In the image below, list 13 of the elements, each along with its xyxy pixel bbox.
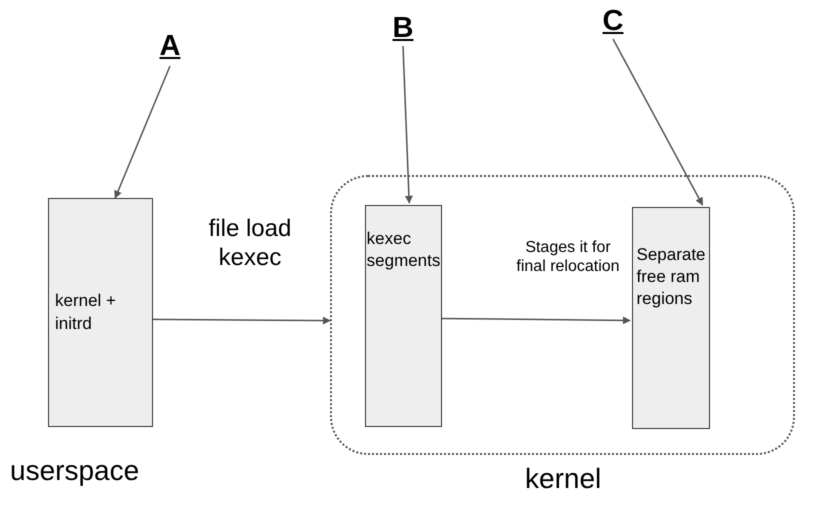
region-heading: kernel — [525, 463, 602, 495]
callout-letter: A — [150, 30, 190, 66]
arrow — [153, 316, 331, 325]
process-box: kernel + initrd — [48, 198, 153, 427]
arrow — [114, 66, 171, 199]
arrow — [402, 46, 413, 204]
arrow — [440, 316, 631, 324]
process-box: kexec segments — [365, 205, 442, 427]
callout-letter: B — [388, 12, 418, 46]
arrow — [612, 38, 704, 206]
process-box: Separate free ram regions — [632, 207, 710, 429]
callout-letter: C — [598, 5, 628, 39]
area-label: userspace — [10, 455, 140, 487]
